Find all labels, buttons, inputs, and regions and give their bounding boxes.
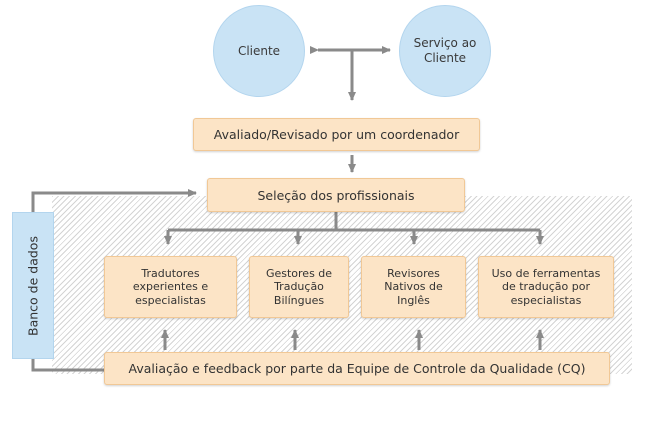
node-tradutores: Tradutores experientes e especialistas: [104, 256, 237, 318]
node-cliente: Cliente: [213, 5, 305, 97]
node-gestores: Gestores de Tradução Bilíngues: [249, 256, 349, 318]
node-ferramentas: Uso de ferramentas de tradução por espec…: [478, 256, 614, 318]
node-selecao-profissionais: Seleção dos profissionais: [207, 178, 465, 212]
node-revisores: Revisores Nativos de Inglês: [361, 256, 466, 318]
node-banco-de-dados: Banco de dados: [12, 212, 54, 359]
node-avaliacao-feedback-cq: Avaliação e feedback por parte da Equipe…: [104, 352, 610, 385]
node-servico-ao-cliente: Serviço ao Cliente: [399, 5, 491, 97]
selection-branch: [168, 212, 540, 232]
node-avaliado-coordenador: Avaliado/Revisado por um coordenador: [193, 118, 480, 151]
